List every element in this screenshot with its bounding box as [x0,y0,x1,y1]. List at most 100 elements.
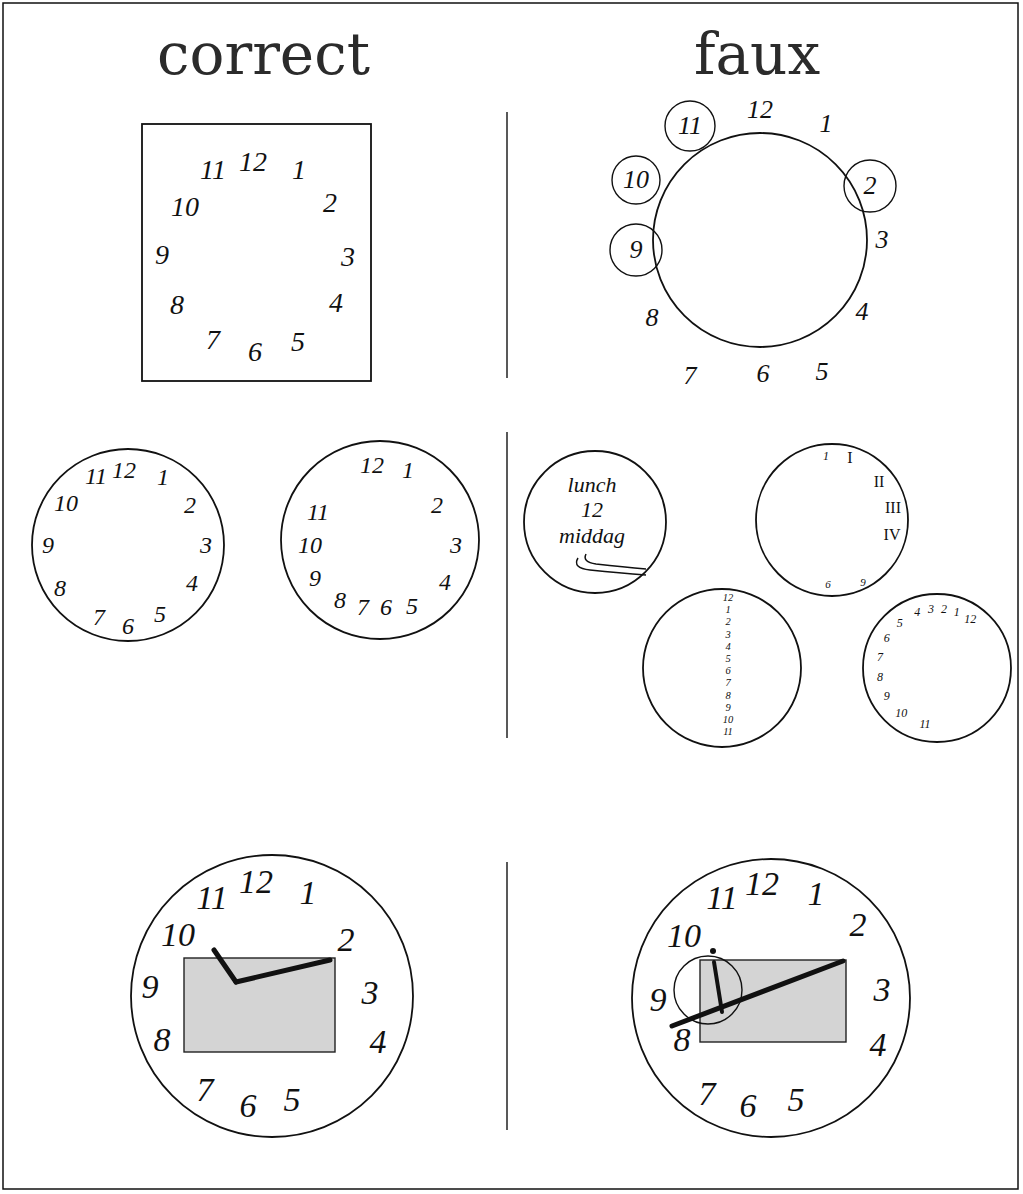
clock-number: 1 [157,464,169,490]
clock-outline-shape [32,449,224,641]
clock-number: 11 [85,463,107,489]
clock-outline [642,588,802,748]
clock-number: 12 [112,457,136,483]
clock-face: 121234567891011 [621,94,891,393]
clock-number: 4 [725,641,730,653]
clock-number: 6 [757,360,770,389]
clock-number: 10 [171,192,199,223]
clock-number: 11 [678,112,702,141]
clock-number: 6 [740,1087,757,1124]
clock-number: 4 [870,1026,887,1063]
hand-dot [710,948,716,954]
clock-number: 9 [42,532,54,558]
column-divider [506,112,508,378]
clock-outline-shape [756,444,908,596]
clock-number: 12 [964,614,976,627]
clock-number: 6 [240,1087,257,1124]
clock-outline-shape [863,594,1011,742]
clock-number: 5 [284,1081,301,1118]
clock-number: 2 [864,172,877,201]
clock-number: 2 [941,604,947,617]
clock-number: 4 [856,298,869,327]
clock-number: 1 [823,450,829,463]
clock-note: lunch 12 middag [559,472,625,548]
clock-face: 121234567891011 [862,593,1012,743]
clock-number: 8 [154,1021,171,1058]
clock-number: 12 [745,865,779,902]
clock-number: 7 [725,678,730,690]
clock-number: 3 [725,629,730,641]
clock-number: 11 [200,155,226,186]
clock-number: 6 [122,613,134,639]
clock-number: 1 [820,110,833,139]
clock-number: 12 [360,452,384,478]
clock-face: 121234567891011 [31,448,225,642]
shaded-rectangle [700,960,846,1042]
clock-outline-shape [653,133,867,347]
clock-face: 121234567891011 [631,858,911,1138]
clock-outline-shape [142,124,371,381]
clock-number: 5 [154,601,166,627]
clock-number: 3 [876,226,889,255]
clock-number: 11 [706,879,737,916]
clock-number: 10 [895,707,907,720]
clock-number: 6 [380,594,392,620]
minute-hand [714,962,722,1012]
clock-number: 11 [307,499,329,525]
clock-face: lunch 12 middag [523,450,667,594]
clock-face: 121234567891011 [280,440,480,640]
column-divider [506,862,508,1130]
shaded-rectangle [184,958,335,1052]
clock-number: 10 [298,532,322,558]
clock-number: 10 [161,916,195,953]
clock-number: 12 [239,147,267,178]
clock-number: 7 [93,604,105,630]
clock-number: 2 [184,492,196,518]
clock-number: 7 [197,1071,214,1108]
clock-number: III [885,499,901,517]
clock-number: 11 [919,718,930,731]
clock-number: 2 [431,492,443,518]
page-frame [3,3,1018,1189]
clock-number: 11 [723,726,733,738]
clock-number: 2 [725,617,730,629]
error-circle [612,156,660,204]
clock-number: 1 [808,875,825,912]
clock-number: 9 [650,981,667,1018]
clock-number: 11 [196,879,227,916]
clock-number: 8 [725,690,730,702]
clock-number: 4 [439,569,451,595]
clock-number: 6 [825,578,831,590]
clock-number: 8 [877,671,883,684]
clock-outline [862,593,1012,743]
clock-number: 3 [341,242,355,273]
column-divider [506,432,508,738]
clock-number: 5 [897,617,903,630]
clock-number: 1 [292,155,306,186]
clock-number: 9 [630,236,643,265]
clock-number: 9 [142,968,159,1005]
error-circle [674,956,742,1024]
clock-number: 1 [402,457,414,483]
clock-number: 4 [914,607,920,620]
clock-number: 5 [406,593,418,619]
clock-number: 9 [725,702,730,714]
clock-number: 1 [300,874,317,911]
clock-number: 7 [357,594,369,620]
clock-number: 2 [323,188,337,219]
clock-number: 12 [239,863,273,900]
clock-number: 2 [850,906,867,943]
clock-number: 5 [291,327,305,358]
clock-outline-shape [131,855,413,1137]
hour-hand [672,961,843,1026]
clock-face: 121234567891011 [141,123,372,382]
clock-number: II [874,473,885,491]
clock-number: 6 [725,665,730,677]
clock-number: 2 [338,921,355,958]
clock-number: I [847,449,852,467]
clock-number: 9 [884,690,890,703]
clock-face: 1IIIIIIIV69 [755,443,909,597]
clock-number: 3 [928,604,934,617]
clock-number: 12 [747,96,773,125]
clock-number: 8 [674,1021,691,1058]
